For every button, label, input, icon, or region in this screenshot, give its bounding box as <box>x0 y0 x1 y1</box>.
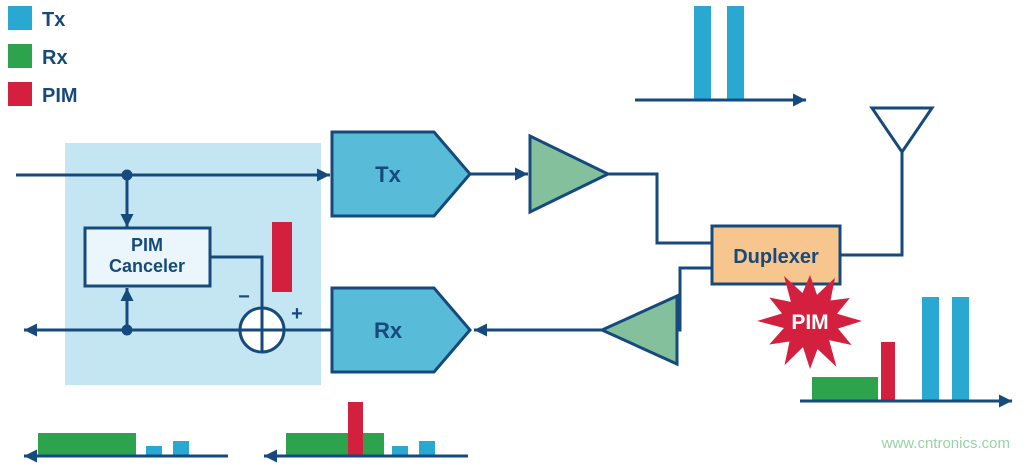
rx-duplexer-line <box>677 266 712 332</box>
legend-label-pim: PIM <box>42 85 78 107</box>
rx-block-label: Rx <box>374 318 403 343</box>
tx-block <box>330 130 472 218</box>
tx-amp-output-line <box>606 172 712 245</box>
tx-tone-bar <box>694 6 711 100</box>
pim-estimate-bar <box>272 222 292 292</box>
legend-swatch-pim <box>8 82 32 106</box>
rx-amplifier <box>598 293 679 367</box>
duplexer-label: Duplexer <box>733 246 819 268</box>
legend: Tx Rx PIM <box>8 6 78 107</box>
pim-canceler-block <box>83 226 212 288</box>
pim-burst-label: PIM <box>791 311 828 334</box>
legend-swatch-tx <box>8 6 32 30</box>
rx-block <box>330 286 472 374</box>
tx-block-label: Tx <box>375 162 401 187</box>
pim-bar <box>348 402 363 456</box>
summing-minus-label: − <box>238 286 250 308</box>
antenna-icon <box>869 106 935 155</box>
pim-burst: PIM <box>757 275 862 369</box>
pim-canceler-label-line2: Canceler <box>109 256 185 276</box>
tx-leak-bar <box>173 441 189 456</box>
spectrum-rx-clean <box>24 433 228 463</box>
tx-tone-bar <box>922 297 939 401</box>
duplexer-antenna-line <box>840 152 904 257</box>
canceler-output-line <box>210 255 264 308</box>
summing-node: − + <box>238 286 303 354</box>
spectrum-antenna <box>800 297 1012 408</box>
tx-tone-bar <box>952 297 969 401</box>
watermark-text: www.cntronics.com <box>881 435 1010 452</box>
duplexer-block <box>710 224 842 286</box>
tx-leak-bar <box>146 446 162 456</box>
pim-burst-star <box>757 275 862 369</box>
legend-label-rx: Rx <box>42 47 68 69</box>
spectrum-rx-with-pim <box>264 402 468 463</box>
legend-label-tx: Tx <box>42 9 65 31</box>
tx-tone-bar <box>727 6 744 100</box>
rx-signal-bar <box>38 433 136 456</box>
rx-signal-bar <box>812 377 878 401</box>
tx-leak-bar <box>392 446 408 456</box>
legend-swatch-rx <box>8 44 32 68</box>
spectrum-tx-output <box>635 6 806 107</box>
tx-amplifier <box>528 133 612 215</box>
tx-leak-bar <box>419 441 435 456</box>
pim-canceler-label-line1: PIM <box>131 235 163 255</box>
pim-bar <box>881 342 895 401</box>
summing-plus-label: + <box>291 303 303 325</box>
rx-signal-bar <box>286 433 384 456</box>
